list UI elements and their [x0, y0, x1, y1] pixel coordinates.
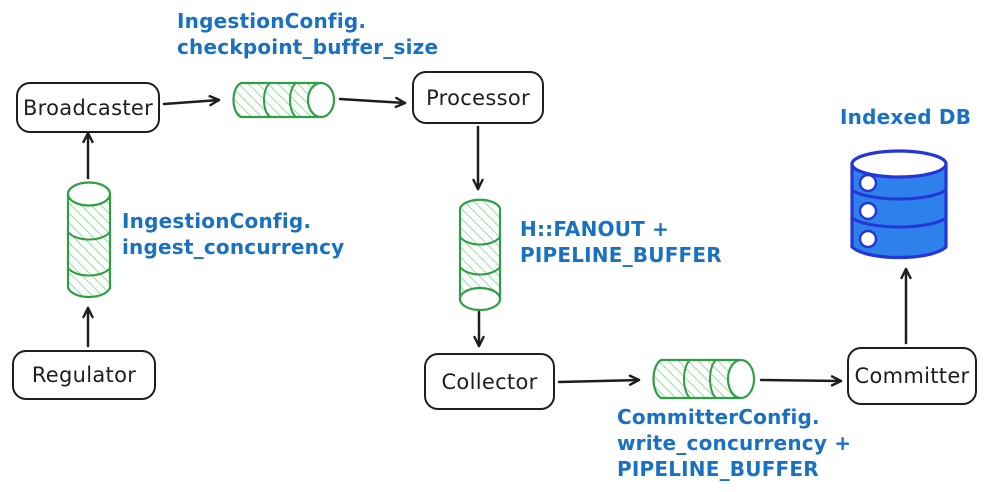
annotation-checkpoint-buffer: IngestionConfig. checkpoint_buffer_size: [177, 8, 438, 60]
annotation-line: checkpoint_buffer_size: [177, 35, 439, 59]
arrow-write-buffer-to-committer: [759, 375, 843, 387]
annotation-committer-buffer: CommitterConfig. write_concurrency + PIP…: [617, 404, 851, 482]
database-icon: [850, 149, 948, 260]
annotation-line: PIPELINE_BUFFER: [617, 457, 819, 481]
annotation-line: ingest_concurrency: [122, 235, 345, 259]
annotation-line: H::FANOUT +: [520, 217, 670, 241]
annotation-line: PIPELINE_BUFFER: [520, 243, 722, 267]
node-broadcaster: Broadcaster: [16, 82, 160, 133]
node-collector-label: Collector: [441, 369, 538, 394]
node-regulator: Regulator: [12, 350, 156, 400]
node-processor-label: Processor: [426, 85, 530, 110]
buffer-cylinder-icon-fanout: [458, 198, 502, 312]
annotation-line: write_concurrency +: [617, 431, 852, 455]
annotation-line: IngestionConfig.: [122, 209, 312, 233]
node-committer: Committer: [847, 347, 977, 405]
indexed-db-label: Indexed DB: [840, 104, 971, 130]
node-collector: Collector: [424, 353, 555, 410]
arrow-collector-to-write-buffer: [557, 374, 641, 386]
node-processor: Processor: [412, 71, 544, 124]
node-committer-label: Committer: [854, 364, 970, 388]
buffer-cylinder-icon-write: [652, 358, 756, 400]
node-broadcaster-label: Broadcaster: [22, 95, 154, 120]
node-regulator-label: Regulator: [31, 363, 137, 387]
annotation-ingest-concurrency: IngestionConfig. ingest_concurrency: [122, 208, 344, 260]
buffer-cylinder-icon-ingest: [66, 181, 112, 299]
annotation-line: CommitterConfig.: [617, 405, 820, 429]
arrow-checkpoint-buffer-to-processor: [338, 96, 407, 109]
buffer-cylinder-icon-checkpoint: [232, 81, 336, 119]
arrow-broadcaster-to-checkpoint-buffer: [162, 94, 221, 107]
annotation-fanout-buffer: H::FANOUT + PIPELINE_BUFFER: [520, 216, 722, 268]
annotation-line: IngestionConfig.: [177, 9, 367, 33]
annotation-line: Indexed DB: [840, 105, 972, 129]
